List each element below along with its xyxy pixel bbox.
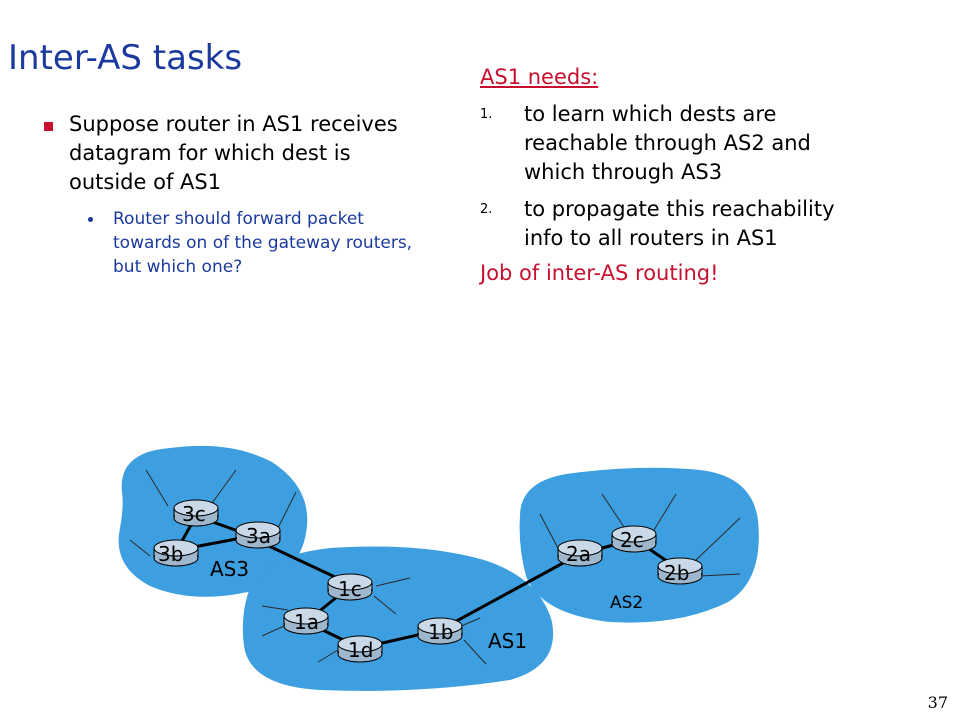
as1-cloud [242, 546, 554, 691]
sub-bullet-item: Router should forward packet towards on … [88, 207, 432, 279]
router-label-3b: 3b [158, 542, 183, 566]
right-heading: AS1 needs: [480, 65, 599, 89]
item-number: 1. [480, 107, 493, 122]
left-column: Suppose router in AS1 receives datagram … [44, 110, 432, 279]
right-column: AS1 needs: 1. to learn which dests are r… [480, 62, 840, 288]
slide-title: Inter-AS tasks [8, 38, 243, 78]
numbered-item: 2. to propagate this reachability info t… [480, 195, 840, 253]
router-label-1b: 1b [428, 620, 453, 644]
slide-number: 37 [927, 693, 948, 712]
router-label-3a: 3a [246, 524, 271, 548]
as2-label: AS2 [610, 593, 643, 613]
router-label-1d: 1d [348, 638, 373, 662]
router-label-1a: 1a [294, 610, 319, 634]
router-label-3c: 3c [182, 502, 206, 526]
item-text: to propagate this reachability info to a… [524, 197, 835, 250]
numbered-item: 1. to learn which dests are reachable th… [480, 100, 840, 187]
router-label-2c: 2c [620, 528, 644, 552]
router-label-2a: 2a [566, 542, 591, 566]
square-bullet-icon [44, 122, 53, 131]
sub-bullet-text: Router should forward packet towards on … [113, 209, 413, 277]
router-label-1c: 1c [338, 577, 362, 601]
as1-label: AS1 [488, 629, 527, 653]
bullet-item: Suppose router in AS1 receives datagram … [44, 110, 432, 197]
as3-label: AS3 [210, 557, 249, 581]
dot-bullet-icon [88, 217, 93, 222]
item-text: to learn which dests are reachable throu… [524, 102, 811, 184]
item-number: 2. [480, 202, 493, 217]
conclusion-text: Job of inter-AS routing! [480, 261, 719, 285]
bullet-text: Suppose router in AS1 receives datagram … [69, 112, 398, 194]
router-label-2b: 2b [664, 561, 689, 585]
host-links [129, 469, 741, 665]
